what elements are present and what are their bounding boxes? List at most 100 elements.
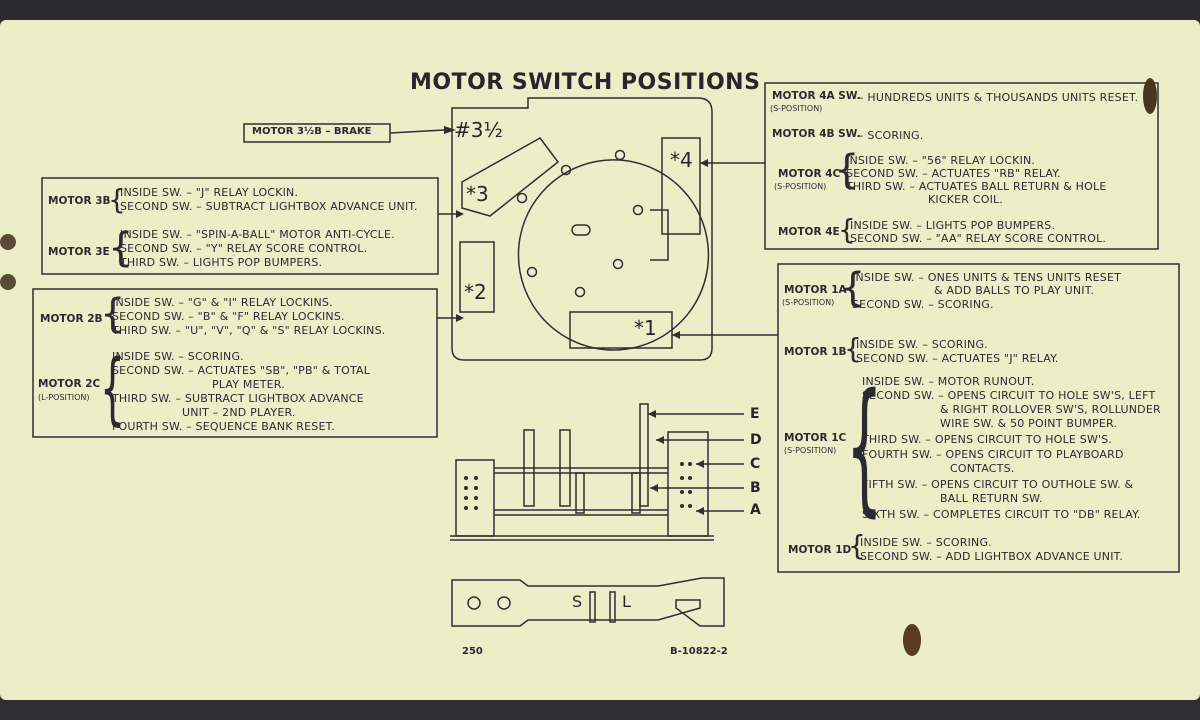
motor-4a-label: MOTOR 4A SW. [772, 90, 861, 102]
motor-2b-line: SECOND SW. – "B" & "F" RELAY LOCKINS. [112, 310, 345, 323]
motor-2c-line: THIRD SW. – SUBTRACT LIGHTBOX ADVANCE [112, 392, 364, 405]
motor-1c-line: BALL RETURN SW. [940, 492, 1043, 505]
cam-label-4: *4 [670, 148, 693, 172]
motor-1a-line: INSIDE SW. – ONES UNITS & TENS UNITS RES… [852, 271, 1122, 284]
motor-4b-label: MOTOR 4B SW. [772, 128, 861, 140]
letter-d: D [750, 432, 762, 448]
motor-4a-text: – HUNDREDS UNITS & THOUSANDS UNITS RESET… [858, 91, 1139, 104]
letter-c: C [750, 456, 761, 472]
background-bottom [0, 698, 1200, 720]
motor-4c-label: MOTOR 4C [778, 168, 841, 180]
brace: { [834, 147, 860, 193]
cam-piece-1 [569, 311, 673, 349]
damage-mark [0, 274, 16, 290]
motor-1c-line: SECOND SW. – OPENS CIRCUIT TO HOLE SW'S,… [862, 389, 1156, 402]
motor-2b-label: MOTOR 2B [40, 313, 103, 325]
motor-1c-position: (S-POSITION) [784, 446, 837, 455]
motor-2c-position: (L-POSITION) [38, 393, 90, 402]
motor-1a-line: SECOND SW. – SCORING. [852, 298, 994, 311]
damage-mark [1143, 78, 1157, 114]
motor-1c-line: THIRD SW. – OPENS CIRCUIT TO HOLE SW'S. [862, 433, 1113, 446]
motor-1c-line: CONTACTS. [950, 462, 1015, 475]
cam-label-3-half: #3½ [454, 118, 503, 142]
motor-3b-line: SECOND SW. – SUBTRACT LIGHTBOX ADVANCE U… [120, 200, 418, 213]
letter-a: A [750, 502, 761, 518]
motor-1b-line: INSIDE SW. – SCORING. [856, 338, 988, 351]
motor-1c-line: WIRE SW. & 50 POINT BUMPER. [940, 417, 1118, 430]
motor-1d-label: MOTOR 1D [788, 544, 852, 556]
motor-1d-line: SECOND SW. – ADD LIGHTBOX ADVANCE UNIT. [860, 550, 1123, 563]
motor-1b-label: MOTOR 1B [784, 346, 847, 358]
motor-3e-line: SECOND SW. – "Y" RELAY SCORE CONTROL. [120, 242, 368, 255]
brace: { [100, 291, 126, 337]
motor-2c-line: PLAY METER. [212, 378, 285, 391]
motor-3e-line: INSIDE SW. – "SPIN-A-BALL" MOTOR ANTI-CY… [120, 228, 395, 241]
motor-2b-line: INSIDE SW. – "G" & "I" RELAY LOCKINS. [112, 296, 333, 309]
motor-4e-label: MOTOR 4E [778, 226, 840, 238]
diagram-title: MOTOR SWITCH POSITIONS [410, 70, 761, 95]
motor-2c-line: UNIT – 2ND PLAYER. [182, 406, 296, 419]
brace: { [100, 344, 125, 434]
motor-3b-label: MOTOR 3B [48, 195, 111, 207]
switch-stack-right [667, 431, 709, 537]
brace: { [848, 529, 866, 562]
motor-1c-line: INSIDE SW. – MOTOR RUNOUT. [862, 375, 1035, 388]
motor-2c-line: FOURTH SW. – SEQUENCE BANK RESET. [112, 420, 335, 433]
box-1 [777, 263, 1180, 573]
motor-4e-line: INSIDE SW. – LIGHTS POP BUMPERS. [850, 219, 1056, 232]
motor-3e-label: MOTOR 3E [48, 246, 110, 258]
brace: { [844, 332, 862, 365]
brace: { [108, 225, 134, 271]
motor-2b-line: THIRD SW. – "U", "V", "Q" & "S" RELAY LO… [112, 324, 386, 337]
motor-2c-label: MOTOR 2C [38, 378, 101, 390]
motor-4c-line: KICKER COIL. [928, 193, 1004, 206]
motor-1a-position: (S-POSITION) [782, 298, 835, 307]
motor-2c-line: SECOND SW. – ACTUATES "SB", "PB" & TOTAL [112, 364, 371, 377]
motor-1c-line: & RIGHT ROLLOVER SW'S, ROLLUNDER [940, 403, 1161, 416]
motor-frame [451, 97, 713, 361]
damage-mark [903, 624, 921, 656]
motor-1b-line: SECOND SW. – ACTUATES "J" RELAY. [856, 352, 1059, 365]
motor-1a-line: & ADD BALLS TO PLAY UNIT. [934, 284, 1095, 297]
box-4 [764, 82, 1159, 250]
motor-3e-line: THIRD SW. – LIGHTS POP BUMPERS. [120, 256, 323, 269]
brake-label: MOTOR 3½B – BRAKE [252, 126, 372, 137]
cam-notch [650, 209, 669, 261]
cam-piece-3 [461, 137, 560, 217]
motor-4c-line: INSIDE SW. – "56" RELAY LOCKIN. [846, 154, 1036, 167]
motor-1c-line: SIXTH SW. – COMPLETES CIRCUIT TO "DB" RE… [862, 508, 1141, 521]
letter-e: E [750, 406, 760, 422]
footer-left: 250 [462, 646, 483, 657]
brace: { [840, 265, 866, 311]
brace: { [846, 362, 883, 530]
motor-4a-position: (S-POSITION) [770, 104, 823, 113]
motor-4e-line: SECOND SW. – "AA" RELAY SCORE CONTROL. [850, 232, 1107, 245]
brace: { [838, 213, 856, 246]
motor-1c-label: MOTOR 1C [784, 432, 847, 444]
cam-label-2: *2 [464, 280, 487, 304]
tool-letter-l: L [622, 592, 631, 611]
motor-3b-line: INSIDE SW. – "J" RELAY LOCKIN. [120, 186, 299, 199]
motor-4c-line: SECOND SW. – ACTUATES "RB" RELAY. [846, 167, 1061, 180]
motor-1a-label: MOTOR 1A [784, 284, 847, 296]
motor-1c-line: FOURTH SW. – OPENS CIRCUIT TO PLAYBOARD [862, 448, 1124, 461]
cam-wheel [517, 159, 710, 351]
damage-mark [0, 234, 16, 250]
box-2b-2c [32, 288, 438, 438]
cam-piece-2 [459, 241, 495, 313]
motor-4b-text: – SCORING. [858, 129, 924, 142]
cam-label-3: *3 [466, 182, 489, 206]
box-3b-3e [41, 177, 439, 275]
footer-right: B-10822-2 [670, 646, 728, 657]
cam-piece-4 [661, 137, 701, 235]
cam-label-1: *1 [634, 316, 657, 340]
motor-1d-line: INSIDE SW. – SCORING. [860, 536, 992, 549]
motor-1c-line: FIFTH SW. – OPENS CIRCUIT TO OUTHOLE SW.… [862, 478, 1134, 491]
motor-4c-position: (S-POSITION) [774, 182, 827, 191]
motor-2c-line: INSIDE SW. – SCORING. [112, 350, 244, 363]
instruction-card: MOTOR SWITCH POSITIONS MOTOR 3½B – BRAKE… [0, 20, 1200, 700]
tool-letter-s: S [572, 592, 583, 611]
brace: { [108, 183, 126, 216]
letter-b: B [750, 480, 761, 496]
motor-4c-line: THIRD SW. – ACTUATES BALL RETURN & HOLE [846, 180, 1107, 193]
